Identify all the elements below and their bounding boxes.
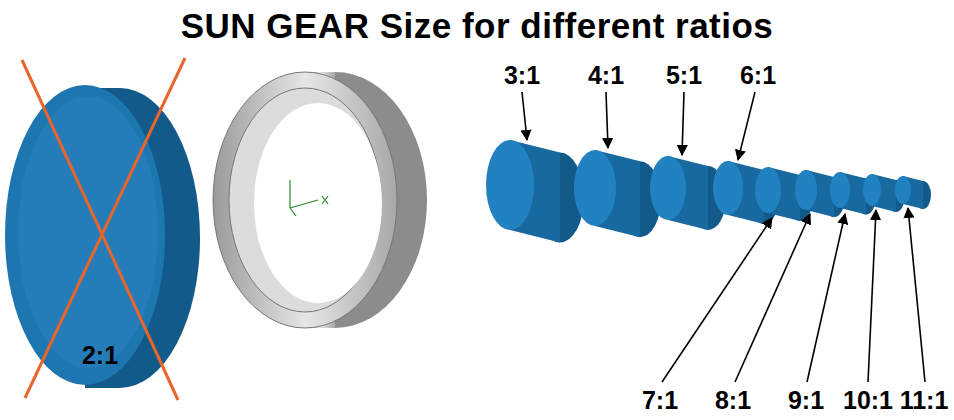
ring-gear — [213, 72, 427, 328]
ratio-label: 11:1 — [900, 386, 949, 415]
title: SUN GEAR Size for different ratios — [181, 6, 774, 46]
ratio-label: 9:1 — [788, 386, 824, 415]
ratio-label: 5:1 — [666, 61, 702, 90]
leader-arrows — [522, 92, 925, 382]
ratio-label: 10:1 — [843, 386, 893, 415]
ratio-label: 7:1 — [642, 386, 678, 415]
sun-gear-row — [486, 140, 931, 243]
ratio-label: 6:1 — [740, 61, 776, 90]
cross-out — [22, 58, 185, 400]
ratio-label: 3:1 — [504, 61, 540, 90]
sun-gear — [574, 150, 661, 237]
sun-gear — [486, 140, 584, 243]
sun-gear — [895, 176, 931, 209]
ratio-label: 2:1 — [82, 341, 118, 370]
ratio-label: 4:1 — [588, 61, 624, 90]
ratio-label: 8:1 — [715, 386, 751, 415]
axis-triad — [290, 180, 328, 216]
